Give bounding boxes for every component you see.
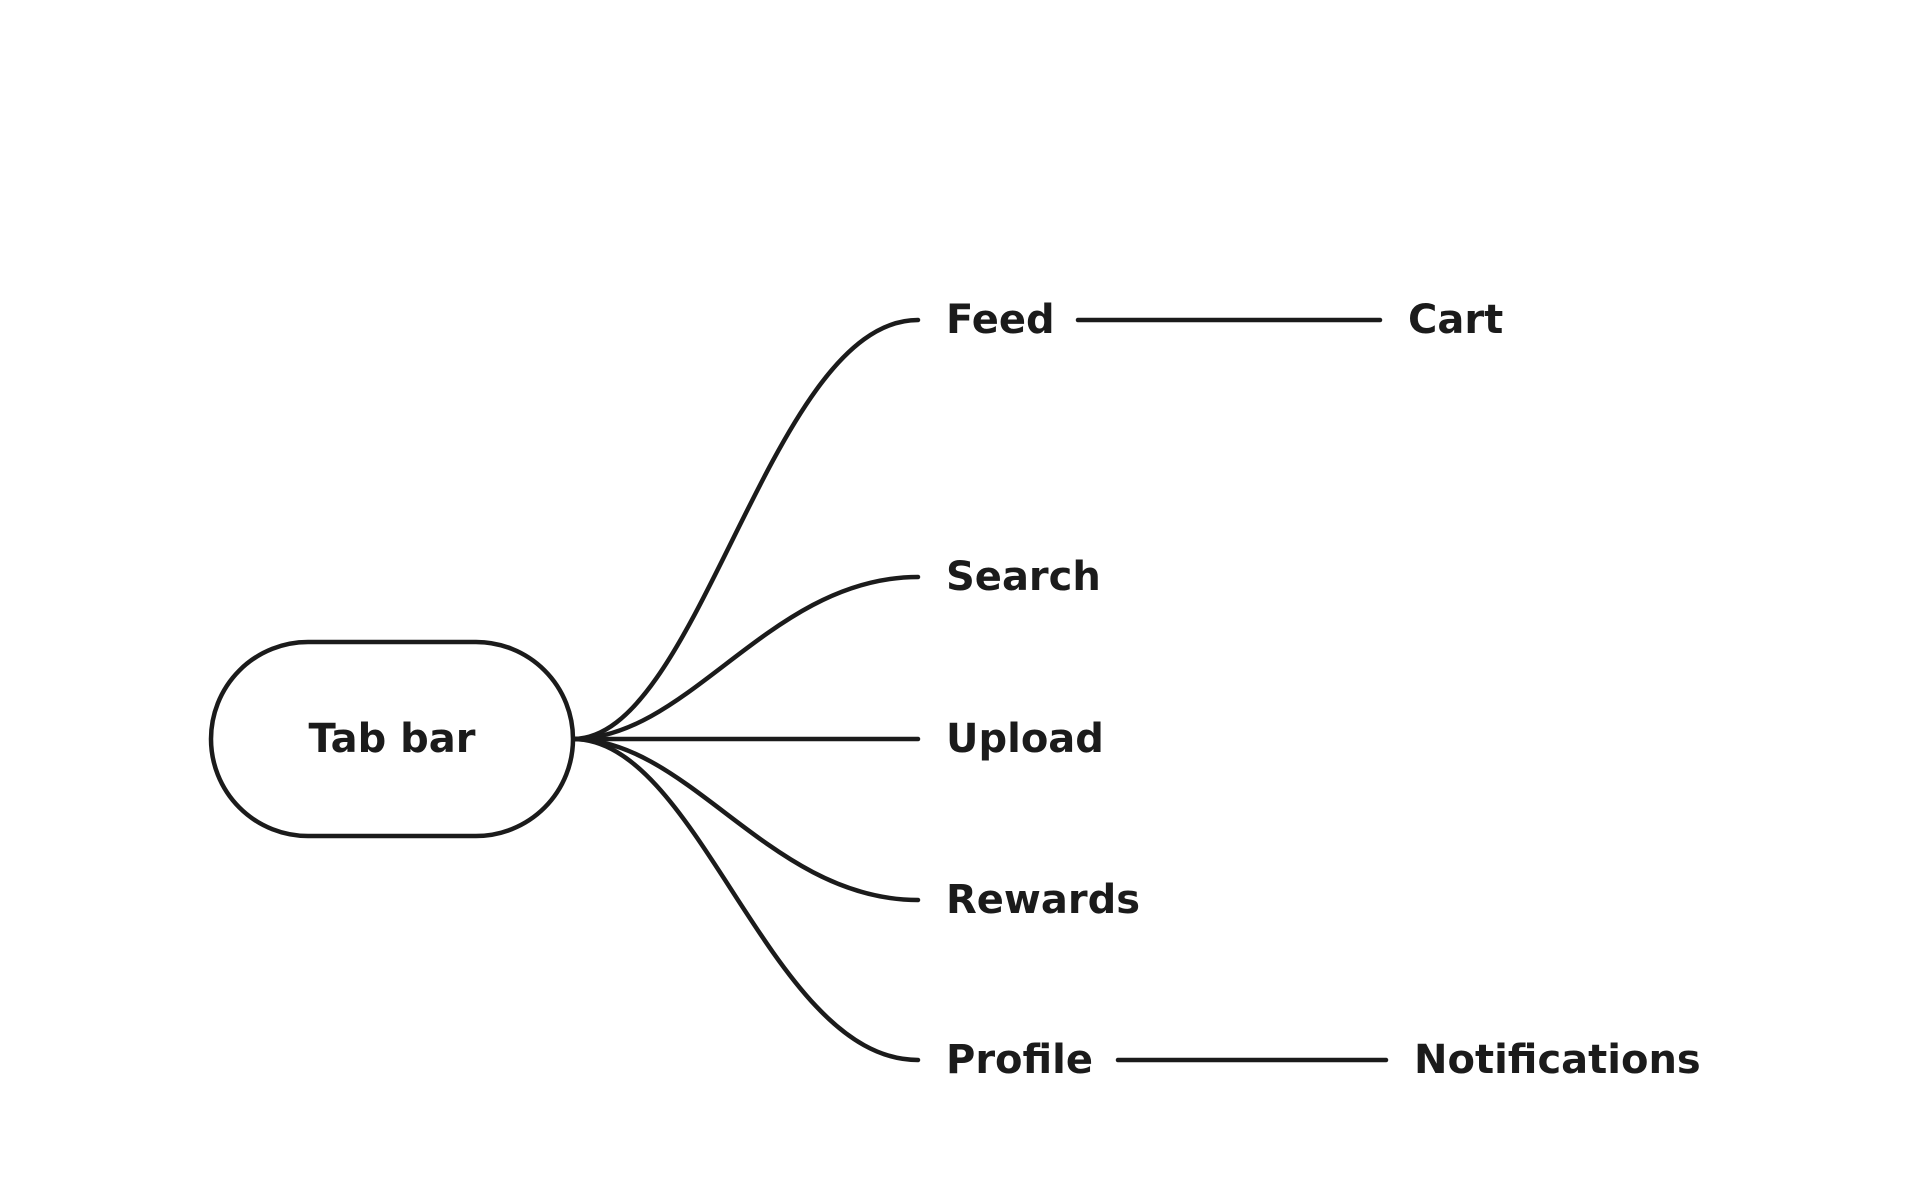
root-node-shape	[208, 639, 576, 839]
node-search: Search	[946, 554, 1101, 600]
node-cart: Cart	[1408, 297, 1503, 343]
connector-root-rewards	[570, 736, 921, 903]
node-profile: Profile	[946, 1037, 1093, 1083]
node-rewards: Rewards	[946, 877, 1140, 923]
root-node: Tab bar	[208, 639, 576, 839]
connector-root-feed	[570, 317, 921, 742]
connector-root-search	[570, 574, 921, 742]
connector-root-profile	[570, 736, 921, 1063]
node-notifications: Notifications	[1414, 1037, 1701, 1083]
node-upload: Upload	[946, 716, 1104, 762]
node-feed: Feed	[946, 297, 1055, 343]
root-node-label: Tab bar	[308, 716, 475, 762]
